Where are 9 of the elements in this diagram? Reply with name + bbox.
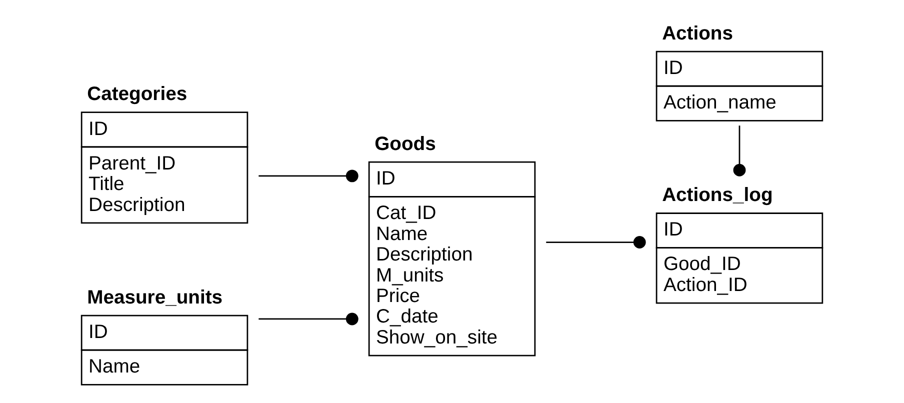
connector bbox=[546, 236, 646, 248]
node-label: Goods bbox=[374, 132, 436, 155]
connector bbox=[258, 170, 358, 182]
connector bbox=[258, 312, 358, 326]
connector bbox=[733, 126, 746, 176]
node-label: Measure_units bbox=[87, 286, 223, 308]
node-label: Actions_log bbox=[662, 184, 773, 206]
node-label: Actions bbox=[662, 22, 734, 44]
node-label: Categories bbox=[87, 83, 188, 106]
